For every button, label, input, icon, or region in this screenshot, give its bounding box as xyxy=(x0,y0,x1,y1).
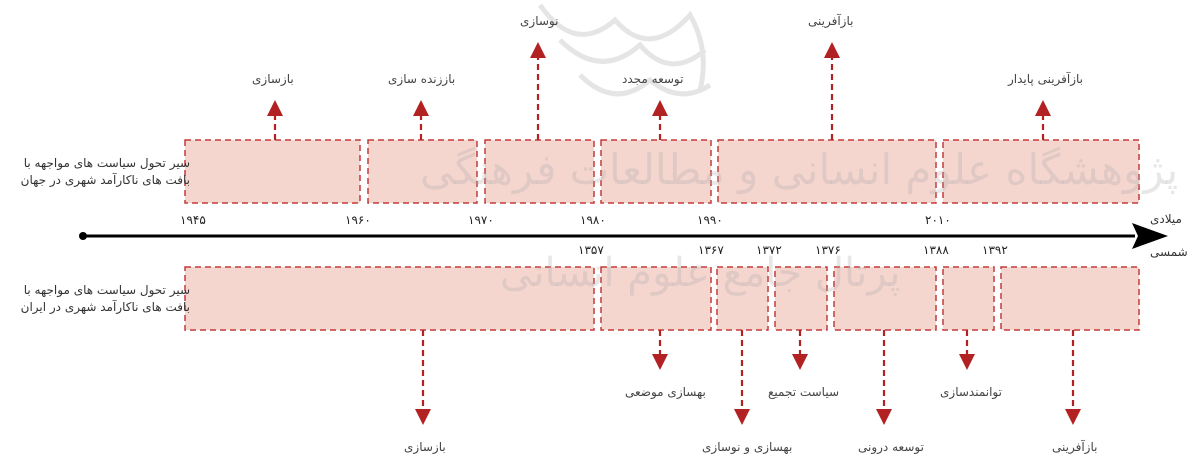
watermark-text-1: پژوهشگاه علوم انسانی و مطالعات فرهنگی xyxy=(420,145,1179,194)
arrow-up-icon xyxy=(267,100,283,116)
watermark-text-2: پرتال جامع علوم انسانی xyxy=(500,250,901,296)
world-policy-label: بازآفرینی پایدار xyxy=(1008,72,1084,86)
arrow-down-icon xyxy=(876,409,892,425)
iran-period-box xyxy=(716,266,769,331)
axis-start-dot xyxy=(79,232,87,240)
world-policy-label: باززنده سازی xyxy=(388,72,456,86)
world-year-label: ۱۹۹۰ xyxy=(697,213,723,227)
arrow-up-icon xyxy=(824,42,840,58)
world-year-label: ۱۹۷۰ xyxy=(468,213,494,227)
iran-policy-label: توانمندسازی xyxy=(940,385,1002,399)
arrow-down-icon xyxy=(959,354,975,370)
iran-policy-label: بهسازی و نوسازی xyxy=(702,440,793,454)
iran-year-label: ۱۳۷۲ xyxy=(756,243,782,257)
iran-year-label: ۱۳۶۷ xyxy=(698,243,724,257)
world-period-box xyxy=(717,139,937,204)
world-period-box xyxy=(367,139,478,204)
world-policy-label: بازآفرینی xyxy=(808,14,854,28)
watermark-logo-stroke-3 xyxy=(578,73,712,97)
world-policy-label: نوسازی xyxy=(520,14,559,28)
world-period-box xyxy=(484,139,595,204)
iran-year-label: ۱۳۸۸ xyxy=(923,243,949,257)
watermark-logo-stroke-1 xyxy=(537,3,706,91)
world-period-box xyxy=(184,139,361,204)
world-row-title: سیر تحول سیاست های مواجهه با بافت های نا… xyxy=(20,156,190,187)
iran-policy-label: بازسازی xyxy=(404,440,446,454)
arrow-down-icon xyxy=(1065,409,1081,425)
iran-year-label: ۱۳۹۲ xyxy=(982,243,1008,257)
iran-year-label: ۱۳۷۶ xyxy=(815,243,841,257)
watermark-logo-stroke-2 xyxy=(558,38,707,67)
world-year-label: ۲۰۱۰ xyxy=(925,213,951,227)
iran-period-box xyxy=(600,266,712,331)
world-policy-arrows xyxy=(267,42,1051,140)
arrow-up-icon xyxy=(413,100,429,116)
world-policy-label: بازسازی xyxy=(252,72,294,86)
world-year-label: ۱۹۴۵ xyxy=(180,213,206,227)
iran-row-title: سیر تحول سیاست های مواجهه با بافت های نا… xyxy=(20,283,190,314)
arrow-up-icon xyxy=(652,100,668,116)
iran-policy-arrows xyxy=(415,330,1081,425)
arrow-down-icon xyxy=(415,409,431,425)
iran-period-box xyxy=(1000,266,1140,331)
iran-period-box xyxy=(184,266,595,331)
iran-policy-label: سیاست تجمیع xyxy=(768,385,840,399)
arrow-up-icon xyxy=(530,42,546,58)
watermark-logo xyxy=(537,3,712,97)
timeline-axis xyxy=(79,223,1168,249)
iran-policy-label: توسعه درونی xyxy=(858,440,924,454)
solar-axis-label: شمسی xyxy=(1150,245,1188,259)
world-period-boxes xyxy=(184,139,1140,204)
world-year-label: ۱۹۶۰ xyxy=(345,213,371,227)
world-period-box xyxy=(942,139,1140,204)
world-policy-label: توسعه مجدد xyxy=(622,72,684,86)
iran-policy-label: بهسازی موضعی xyxy=(625,385,706,399)
iran-year-label: ۱۳۵۷ xyxy=(578,243,604,257)
world-year-label: ۱۹۸۰ xyxy=(580,213,606,227)
iran-period-box xyxy=(942,266,995,331)
arrow-down-icon xyxy=(734,409,750,425)
iran-policy-label: بازآفرینی xyxy=(1052,440,1098,454)
arrow-up-icon xyxy=(1035,100,1051,116)
arrow-down-icon xyxy=(652,354,668,370)
arrow-down-icon xyxy=(792,354,808,370)
world-period-box xyxy=(600,139,712,204)
gregorian-axis-label: میلادی xyxy=(1150,212,1182,226)
axis-arrowhead-icon xyxy=(1132,223,1168,249)
iran-period-boxes xyxy=(184,266,1140,331)
